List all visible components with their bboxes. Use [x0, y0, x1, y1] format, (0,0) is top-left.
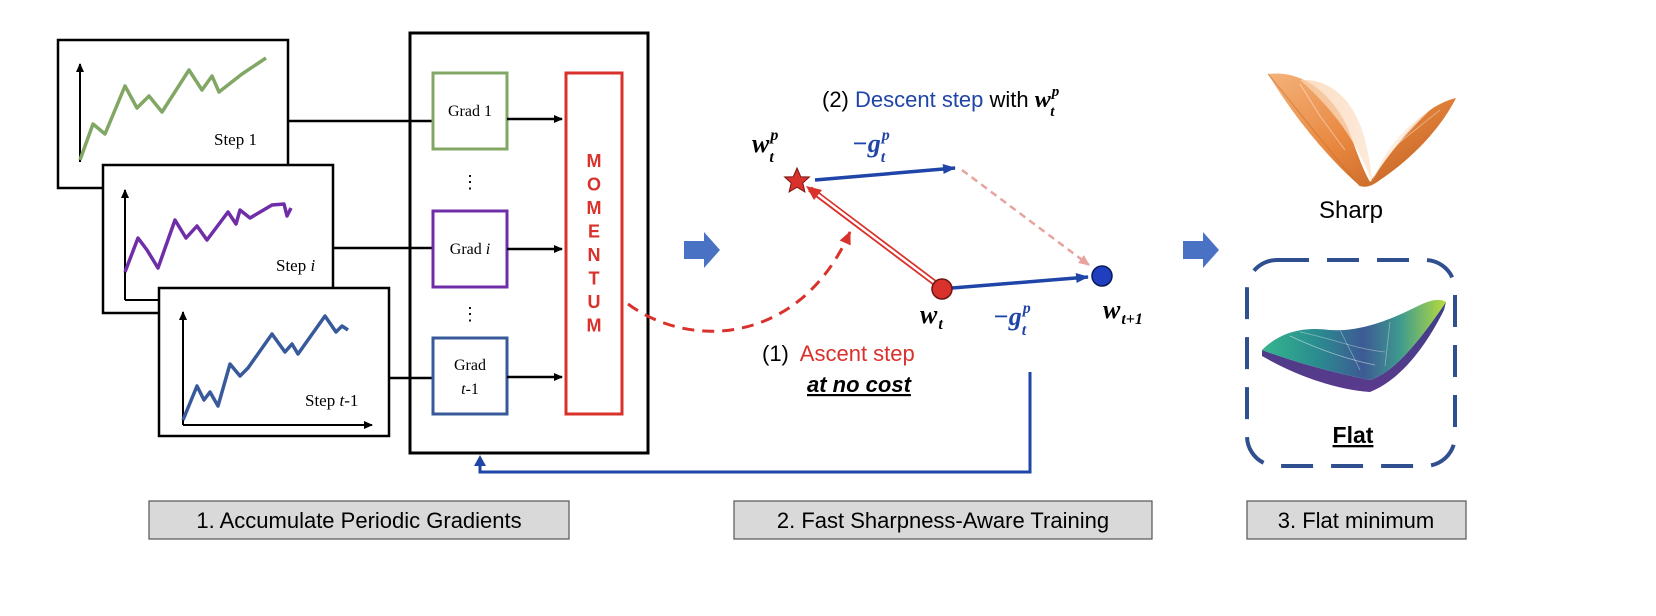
- momentum-letter: O: [587, 175, 601, 195]
- step-1-label: Step 1: [214, 130, 257, 149]
- w-t-plus-1-label: wt+1: [1103, 295, 1143, 328]
- feedback-line: [478, 372, 1032, 474]
- svg-text:1. Accumulate Periodic Gradien: 1. Accumulate Periodic Gradients: [196, 508, 521, 533]
- svg-text:2. Fast Sharpness-Aware Traini: 2. Fast Sharpness-Aware Training: [777, 508, 1109, 533]
- momentum-letter: M: [587, 198, 602, 218]
- step-t-1-gradient-curve: [181, 314, 349, 421]
- svg-text:3. Flat minimum: 3. Flat minimum: [1278, 508, 1434, 533]
- parallel-dashed-arrow: [961, 168, 1090, 267]
- flow-arrow-2: [1183, 232, 1219, 268]
- ascent-arrow-head: [806, 186, 822, 200]
- step-panel-t-1: Step t-1: [157, 286, 391, 438]
- section-label-1: 1. Accumulate Periodic Gradients: [148, 500, 570, 540]
- ellipsis-1: ⋮: [461, 172, 479, 192]
- ascent-double-arrow-inner: [812, 190, 936, 284]
- section-label-2: 2. Fast Sharpness-Aware Training: [733, 500, 1153, 540]
- step-t-1-label: Step t-1: [305, 391, 358, 410]
- at-no-cost-label: at no cost: [807, 372, 913, 397]
- momentum-letter: E: [588, 222, 600, 242]
- momentum-letter: M: [587, 316, 602, 336]
- momentum-ascent-dashed-arrow: [627, 231, 852, 333]
- section-label-3: 3. Flat minimum: [1246, 500, 1467, 540]
- ellipsis-2: ⋮: [461, 304, 479, 324]
- feedback-arrow-head: [474, 455, 486, 466]
- current-weight-node: [931, 278, 953, 300]
- w-t-label: wt: [920, 300, 943, 333]
- step-1-gradient-curve: [78, 56, 267, 161]
- gradient-accumulator-box: [408, 31, 650, 455]
- svg-text:Grad: Grad: [454, 357, 486, 374]
- grad-box-t-1: Grad t-1: [431, 336, 509, 416]
- svg-text:Grad i: Grad i: [450, 241, 490, 258]
- svg-text:t-1: t-1: [461, 381, 479, 398]
- momentum-letter: N: [588, 245, 601, 265]
- next-weight-node: [1091, 265, 1113, 287]
- flat-label: Flat: [1333, 422, 1374, 448]
- momentum-letter: M: [587, 151, 602, 171]
- ascent-step-title: (1) Ascent step: [762, 341, 915, 366]
- perturbed-weight-star: [783, 166, 811, 194]
- descent-arrow-top: [814, 164, 956, 182]
- flat-minimum-surface: [1262, 299, 1446, 392]
- descent-arrow-bottom: [951, 272, 1089, 290]
- step-i-label: Step i: [276, 256, 315, 275]
- grad-box-1: Grad 1: [431, 71, 509, 151]
- sharp-minimum-surface: [1267, 73, 1456, 187]
- sharp-label: Sharp: [1319, 197, 1383, 224]
- step-i-gradient-curve: [123, 202, 293, 273]
- flat-minimum-highlight-box: [1245, 258, 1457, 468]
- grad-box-i: Grad i: [431, 209, 509, 289]
- momentum-letter: U: [588, 292, 601, 312]
- momentum-letter: T: [589, 269, 600, 289]
- step-panel-1: Step 1: [56, 38, 290, 190]
- svg-text:Grad 1: Grad 1: [448, 103, 492, 120]
- flow-arrow-1: [684, 232, 720, 268]
